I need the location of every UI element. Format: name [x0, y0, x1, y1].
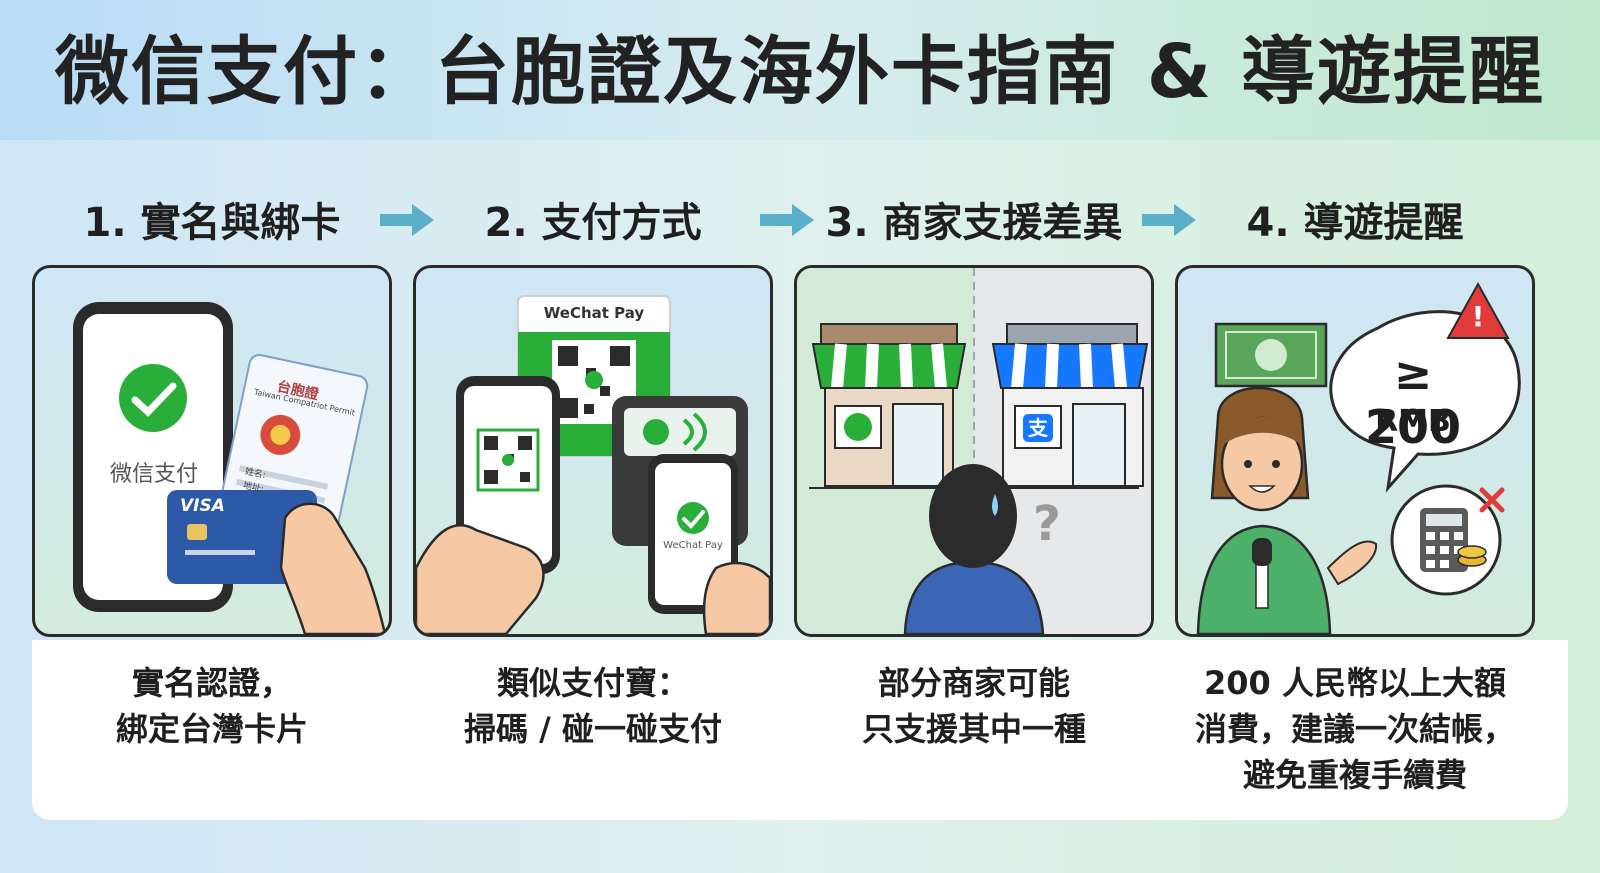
caption-line: 類似支付寶：: [496, 664, 689, 702]
calculator-icon: [1420, 508, 1487, 572]
wechat-pay-icon: [119, 364, 187, 432]
warning-mark: !: [1471, 300, 1485, 333]
phone-card-illustration: [73, 302, 387, 634]
currency-text: RMB: [1375, 404, 1451, 439]
tour-guide-illustration: [1196, 281, 1521, 634]
warning-icon: [1446, 281, 1510, 339]
step-card-4: ! ≥ 200 RMB: [1175, 265, 1535, 637]
caption-line: 掃碼 / 碰一碰支付: [464, 710, 722, 748]
step-caption-4: 200 人民幣以上大額 消費，建議一次結帳， 避免重複手續費: [1175, 660, 1535, 798]
phone-label: 微信支付: [109, 462, 198, 487]
arrow-right-icon: [1142, 204, 1196, 236]
step-caption-1: 實名認證， 綁定台灣卡片: [32, 660, 392, 752]
visa-brand: VISA: [180, 496, 225, 516]
merchant-support-illustration: [797, 268, 1151, 634]
step-card-3: 支 ?: [794, 265, 1154, 637]
cross-icon: [1479, 487, 1505, 513]
caption-line: 實名認證，: [131, 664, 292, 702]
caption-line: 避免重複手續費: [1242, 756, 1467, 794]
question-mark: ?: [1033, 496, 1061, 552]
caption-line: 綁定台灣卡片: [115, 710, 308, 748]
alipay-glyph: 支: [1028, 416, 1048, 440]
step-title-3: 3. 商家支援差異: [825, 200, 1123, 246]
arrow-right-icon: [380, 204, 434, 236]
wechat-pay-sign-label: WeChat Pay: [543, 304, 645, 322]
step-card-1: 微信支付 台胞證 Taiwan Compatriot Permit 姓名: 地址…: [32, 265, 392, 637]
wechat-store: [811, 323, 967, 487]
step-title-4: 4. 導遊提醒: [1246, 200, 1464, 246]
payment-methods-illustration: [416, 295, 770, 634]
step-title-2: 2. 支付方式: [484, 200, 702, 246]
phone-wechat-pay-label: WeChat Pay: [663, 540, 723, 551]
page-title: 微信支付：台胞證及海外卡指南 & 導遊提醒: [54, 28, 1546, 115]
caption-line: 消費，建議一次結帳，: [1194, 710, 1515, 748]
step-caption-3: 部分商家可能 只支援其中一種: [794, 660, 1154, 752]
header-banner: 微信支付：台胞證及海外卡指南 & 導遊提醒: [0, 0, 1600, 140]
step-title-1: 1. 實名與綁卡: [83, 200, 341, 246]
caption-line: 部分商家可能: [877, 664, 1070, 702]
banknote-icon: [1214, 322, 1328, 388]
alipay-store: [991, 323, 1149, 487]
amount-text: ≥ 200: [1364, 346, 1462, 454]
step-card-2: WeChat Pay WeChat Pay: [413, 265, 773, 637]
arrow-right-icon: [760, 204, 814, 236]
caption-strip: [32, 640, 1568, 820]
caption-line: 200 人民幣以上大額: [1204, 664, 1506, 702]
caption-line: 只支援其中一種: [861, 710, 1086, 748]
step-caption-2: 類似支付寶： 掃碼 / 碰一碰支付: [413, 660, 773, 752]
